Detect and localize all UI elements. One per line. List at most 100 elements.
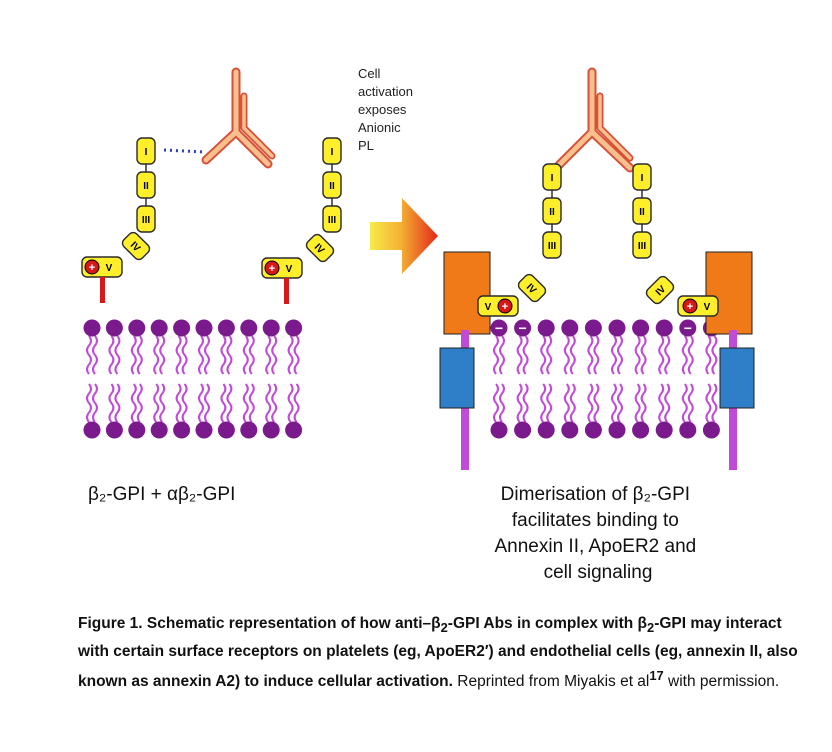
lipid-tail	[248, 383, 255, 423]
lipid-tail	[587, 383, 594, 423]
svg-text:I: I	[145, 147, 148, 158]
lipid-tail	[522, 383, 529, 423]
domain-iv-bead	[305, 233, 335, 263]
right-beta2gpi-1: I II III IV V +	[477, 163, 562, 317]
left-lipid-bilayer	[83, 319, 303, 439]
lipid-head-bottom	[173, 421, 191, 439]
left-subtitle: β₂-GPI + αβ₂-GPI	[88, 484, 235, 505]
svg-text:III: III	[142, 215, 151, 226]
lipid-tail	[516, 335, 523, 375]
caption-bold-2: -GPI Abs in complex with β	[447, 615, 647, 632]
lipid-tail	[516, 383, 523, 423]
anionic-charge: −	[519, 320, 527, 336]
lipid-tail	[242, 383, 249, 423]
svg-text:+: +	[502, 301, 508, 313]
lipid-tail	[563, 383, 570, 423]
lipid-head-bottom	[262, 421, 280, 439]
apoer2-receptor-right	[719, 330, 755, 470]
lipid-head-top	[173, 319, 191, 337]
annexin-ii-right	[705, 251, 753, 335]
right-subtitle-line-4: cell signaling	[544, 562, 653, 583]
lipid-tail	[540, 335, 547, 375]
caption-sub-1: 2	[440, 620, 448, 636]
lipid-tail	[159, 383, 166, 423]
lipid-tail	[175, 383, 182, 423]
domain-i-bead	[632, 163, 652, 191]
lipid-head-top	[679, 319, 697, 337]
lipid-tail	[130, 383, 137, 423]
lipid-tail	[587, 335, 594, 375]
lipid-tail	[271, 335, 278, 375]
lipid-head-bottom	[537, 421, 555, 439]
antibody-binding-dots	[163, 148, 205, 154]
domain-iii-bead	[542, 231, 562, 259]
domain-i-bead	[322, 137, 342, 165]
left-beta2gpi-1: I II III IV + V	[81, 137, 156, 303]
lipid-head-bottom	[608, 421, 626, 439]
lipid-tail	[293, 383, 300, 423]
lipid-tail	[664, 335, 671, 375]
domain-ii-bead	[632, 197, 652, 225]
lipid-head-bottom	[490, 421, 508, 439]
svg-text:II: II	[329, 181, 335, 192]
lipid-head-top	[514, 319, 532, 337]
lipid-head-top	[537, 319, 555, 337]
lipid-head-top	[561, 319, 579, 337]
lipid-tail	[681, 335, 688, 375]
lipid-tail	[640, 383, 647, 423]
lipid-tail	[593, 335, 600, 375]
left-antibody	[201, 67, 276, 169]
lipid-tail	[617, 335, 623, 375]
lipid-tail	[248, 335, 255, 375]
svg-text:II: II	[143, 181, 149, 192]
right-antibody	[551, 67, 635, 173]
lipid-head-bottom	[584, 421, 602, 439]
domain-iii-bead	[632, 231, 652, 259]
right-subtitle: Dimerisation of β₂-GPI facilitates bindi…	[494, 484, 701, 583]
caption-normal-1: Reprinted from Miyakis et al	[452, 673, 650, 691]
lipid-tail	[198, 335, 204, 375]
lipid-tail	[220, 383, 227, 423]
svg-text:V: V	[485, 302, 492, 313]
lipid-tail	[664, 383, 671, 423]
lipid-head-top	[128, 319, 146, 337]
lipid-tail	[293, 335, 300, 375]
lipid-tail	[617, 383, 623, 423]
caption-normal-2: with permission.	[663, 673, 780, 691]
lipid-tail	[593, 383, 600, 423]
lipid-tail	[563, 335, 570, 375]
lipid-tail	[265, 383, 272, 423]
svg-text:I: I	[551, 173, 554, 184]
lipid-tail	[136, 335, 143, 375]
lipid-tail	[287, 335, 294, 375]
lipid-tail	[687, 335, 694, 375]
lipid-head-bottom	[655, 421, 673, 439]
right-subtitle-line-1: Dimerisation of β₂-GPI	[501, 484, 690, 505]
svg-text:I: I	[641, 173, 644, 184]
left-beta2gpi-2: I II III IV + V	[261, 137, 342, 304]
lipid-head-bottom	[150, 421, 168, 439]
lipid-tail	[658, 383, 665, 423]
lipid-tail	[204, 383, 210, 423]
svg-text:+: +	[687, 301, 693, 313]
lipid-head-top	[195, 319, 213, 337]
lipid-tail	[705, 335, 712, 375]
lipid-tail	[136, 383, 143, 423]
lipid-tail	[540, 383, 547, 423]
right-beta2gpi-2: I II III IV + V	[632, 163, 719, 317]
lipid-tail	[711, 335, 718, 375]
cell-activation-label: Cell activation exposes Anionic PL	[358, 66, 417, 153]
lipid-head-bottom	[561, 421, 579, 439]
annexin-ii-left	[443, 251, 491, 335]
lipid-head-top	[584, 319, 602, 337]
domain-ii-bead	[136, 171, 156, 199]
lipid-tail	[130, 335, 137, 375]
svg-text:V: V	[286, 264, 293, 275]
transition-arrow	[370, 198, 438, 274]
lipid-tail	[181, 335, 188, 375]
domain-iii-bead	[136, 205, 156, 233]
lipid-head-bottom	[632, 421, 650, 439]
lipid-tail	[687, 383, 694, 423]
lipid-tail	[569, 335, 576, 375]
svg-text:+: +	[269, 263, 275, 275]
